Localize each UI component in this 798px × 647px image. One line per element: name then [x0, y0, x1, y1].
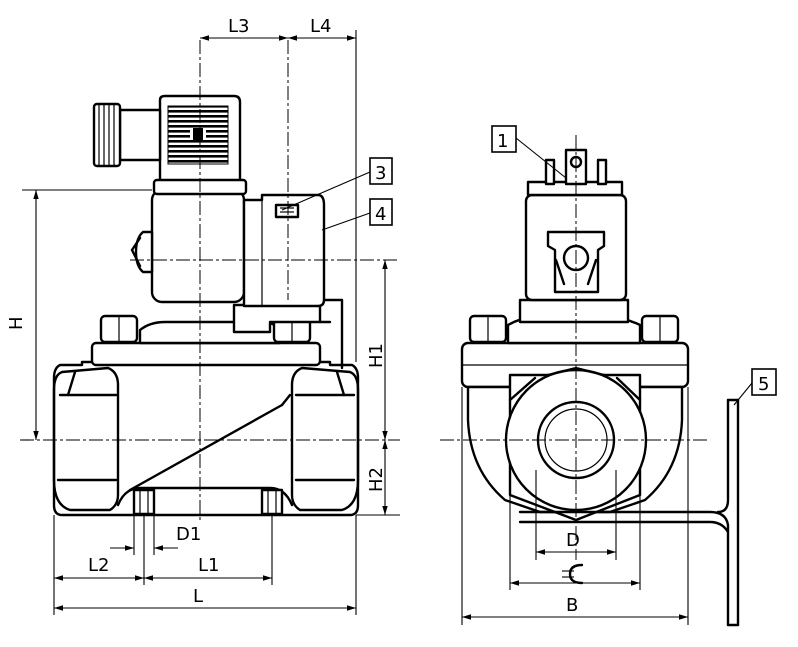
wrench-size-icon [562, 563, 584, 585]
callout-1: 1 [497, 131, 508, 152]
callout-5: 5 [758, 374, 769, 395]
dim-label-d: D [566, 530, 580, 551]
dim-label-h1: H1 [366, 343, 387, 368]
front-view [440, 135, 740, 627]
dim-label-h2: H2 [366, 467, 387, 492]
side-view [20, 40, 400, 520]
valve-body [52, 360, 360, 517]
side-view-dimensions: L3 L4 H H1 H2 D1 L2 L1 L 3 4 [6, 16, 400, 615]
cable-gland [92, 102, 122, 168]
dim-label-b: B [566, 595, 578, 616]
callout-4: 4 [375, 204, 386, 225]
front-view-dimensions: D B 1 5 [461, 125, 777, 625]
dim-label-d1: D1 [176, 524, 201, 545]
dim-label-l4: L4 [310, 16, 331, 37]
dim-label-l2: L2 [88, 555, 109, 576]
callout-3: 3 [375, 163, 386, 184]
dim-label-l3: L3 [228, 16, 249, 37]
dim-label-h: H [6, 316, 27, 330]
cover-plate [90, 341, 322, 367]
dim-label-l1: L1 [198, 555, 219, 576]
solenoid-coil [150, 188, 246, 304]
dim-label-l: L [193, 586, 203, 607]
pilot-housing [242, 193, 326, 308]
